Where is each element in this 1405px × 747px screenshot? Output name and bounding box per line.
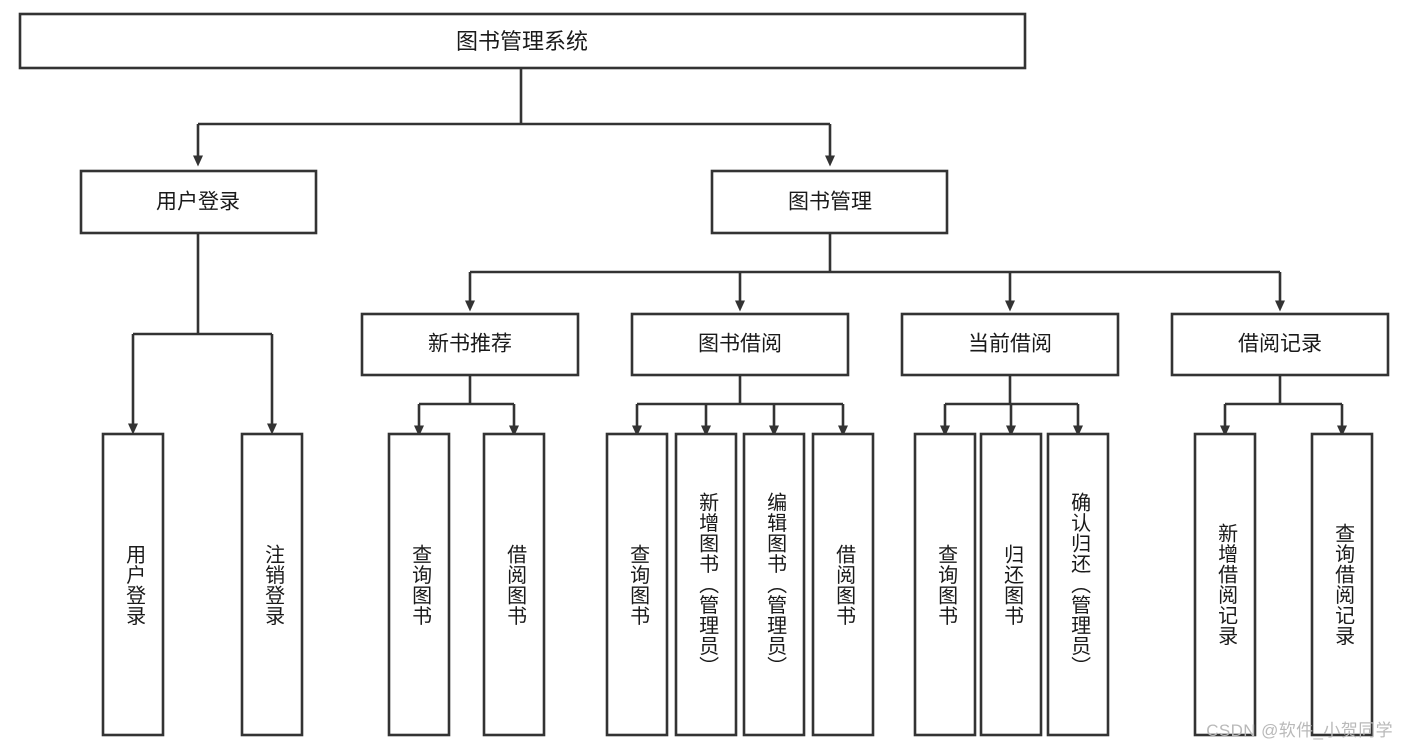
node-borrow-record-label: 借阅记录 [1238,333,1322,356]
node-root[interactable]: 图书管理系统 [18,12,1027,70]
connector-group-book-manage [465,233,1285,312]
connector-group-user-login [128,233,277,435]
leaf-node-logout[interactable] [240,432,304,737]
leaf-node-return-book[interactable] [979,432,1043,737]
leaf-node-borrow-book-2[interactable] [811,432,875,737]
connector-group-borrow-record [1220,375,1347,437]
leaf-node-add-record[interactable] [1193,432,1257,737]
leaf-node-query-book-3[interactable] [913,432,977,737]
node-new-book-recommend[interactable]: 新书推荐 [360,312,580,377]
node-book-borrow[interactable]: 图书借阅 [630,312,850,377]
connector-group-new-book-recommend [414,375,519,437]
connector-group-current-borrow [940,375,1083,437]
leaf-node-edit-book[interactable] [742,432,806,737]
node-current-borrow-label: 当前借阅 [968,333,1052,356]
leaf-node-add-book[interactable] [674,432,738,737]
csdn-watermark: CSDN @软件_小贺同学 [1206,721,1393,740]
connector-group-book-borrow [632,375,848,437]
leaf-node-confirm-return[interactable] [1046,432,1110,737]
node-new-book-recommend-label: 新书推荐 [428,333,512,356]
leaf-node-user-login[interactable] [101,432,165,737]
connector-group-root [193,68,835,167]
leaf-node-query-book-2[interactable] [605,432,669,737]
node-root-label: 图书管理系统 [456,29,588,54]
leaf-node-query-record[interactable] [1310,432,1374,737]
node-user-login-label: 用户登录 [156,191,240,214]
node-book-borrow-label: 图书借阅 [698,333,782,356]
leaf-node-query-book-1[interactable] [387,432,451,737]
node-book-manage-label: 图书管理 [788,191,872,214]
node-user-login[interactable]: 用户登录 [79,169,318,235]
node-borrow-record[interactable]: 借阅记录 [1170,312,1390,377]
leaf-node-borrow-book-1[interactable] [482,432,546,737]
node-book-manage[interactable]: 图书管理 [710,169,949,235]
node-current-borrow[interactable]: 当前借阅 [900,312,1120,377]
